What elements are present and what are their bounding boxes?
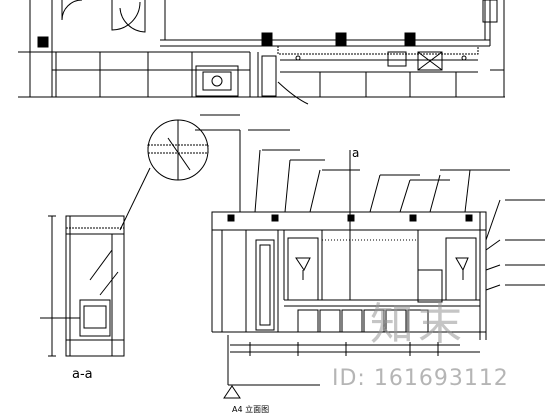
floor-plan — [18, 0, 505, 105]
section-a-a — [40, 215, 125, 357]
elevation-name: 立面图 — [245, 405, 270, 414]
watermark-id: ID: 161693112 — [332, 366, 509, 391]
reference-letter: a — [352, 146, 360, 160]
detail-callout — [119, 114, 240, 231]
section-label: a-a — [72, 367, 93, 382]
elevation-title: A4 立面图 — [232, 404, 269, 415]
watermark-logo-text: 知末 — [370, 299, 466, 350]
main-elevation — [211, 129, 545, 399]
elevation-code: A4 — [232, 405, 243, 414]
